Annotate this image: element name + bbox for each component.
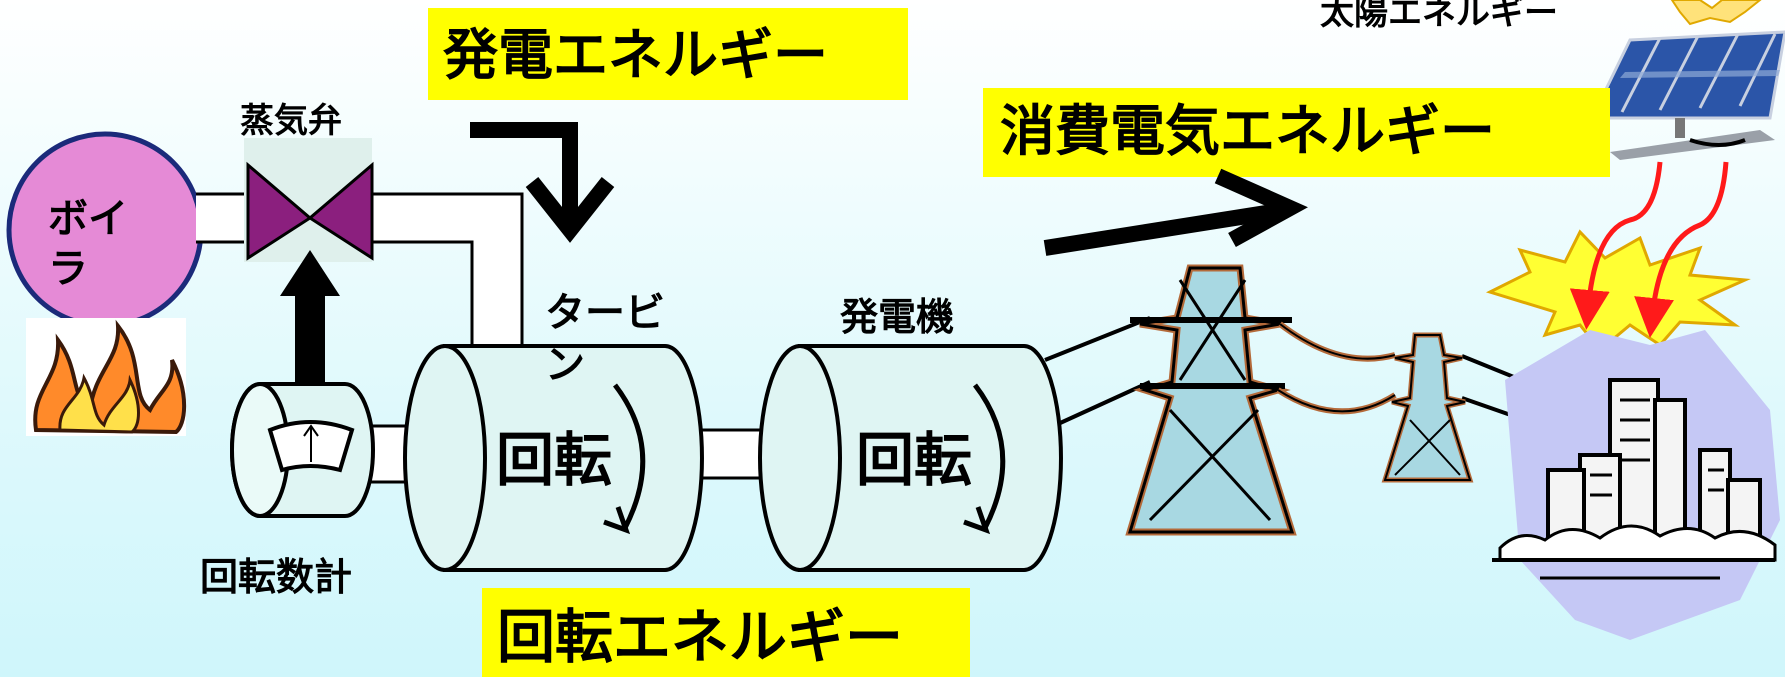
consumed-energy-label-box: 消費電気エネルギー bbox=[983, 88, 1610, 177]
turbine-rotation-label: 回転 bbox=[496, 426, 612, 494]
boiler: ボイ ラ bbox=[6, 131, 204, 329]
generator-label: 発電機 bbox=[840, 295, 954, 339]
fire-icon bbox=[26, 318, 187, 436]
generation-arrow bbox=[470, 122, 615, 243]
rotation-energy-label-box: 回転エネルギー bbox=[482, 588, 970, 677]
consumed-energy-label: 消費電気エネルギー bbox=[1000, 99, 1495, 163]
turbine-label-line2: ン bbox=[545, 342, 585, 388]
transmission-tower-small-icon bbox=[1381, 332, 1474, 483]
generator: 発電機 回転 bbox=[758, 295, 1063, 572]
solar-rays bbox=[1569, 161, 1729, 338]
steam-valve-label: 蒸気弁 bbox=[240, 101, 342, 141]
steam-valve: 蒸気弁 bbox=[240, 101, 374, 262]
generator-rotation-label: 回転 bbox=[856, 426, 972, 494]
transmission-tower-icon bbox=[1125, 264, 1297, 536]
generator-lines bbox=[1044, 316, 1151, 426]
generation-energy-label: 発電エネルギー bbox=[443, 23, 828, 87]
control-arrow bbox=[280, 250, 340, 388]
boiler-label-line1: ボイ bbox=[48, 196, 128, 242]
turbine: タービ ン 回転 bbox=[403, 290, 704, 572]
generation-energy-label-box: 発電エネルギー bbox=[428, 8, 908, 100]
tachometer-label: 回転数計 bbox=[200, 555, 352, 599]
turbine-label-line1: タービ bbox=[545, 290, 665, 336]
solar-energy-label: 太陽エネルギー bbox=[1320, 0, 1558, 33]
consumption-arrow bbox=[1043, 168, 1308, 256]
rotation-energy-label: 回転エネルギー bbox=[497, 603, 903, 671]
steam-pipe bbox=[196, 192, 524, 345]
sun-icon bbox=[1670, 0, 1762, 26]
solar-panel-icon bbox=[1589, 30, 1785, 160]
city-buildings-icon bbox=[1492, 330, 1780, 640]
boiler-label-line2: ラ bbox=[48, 246, 88, 292]
tachometer: 回転数計 bbox=[200, 382, 434, 599]
